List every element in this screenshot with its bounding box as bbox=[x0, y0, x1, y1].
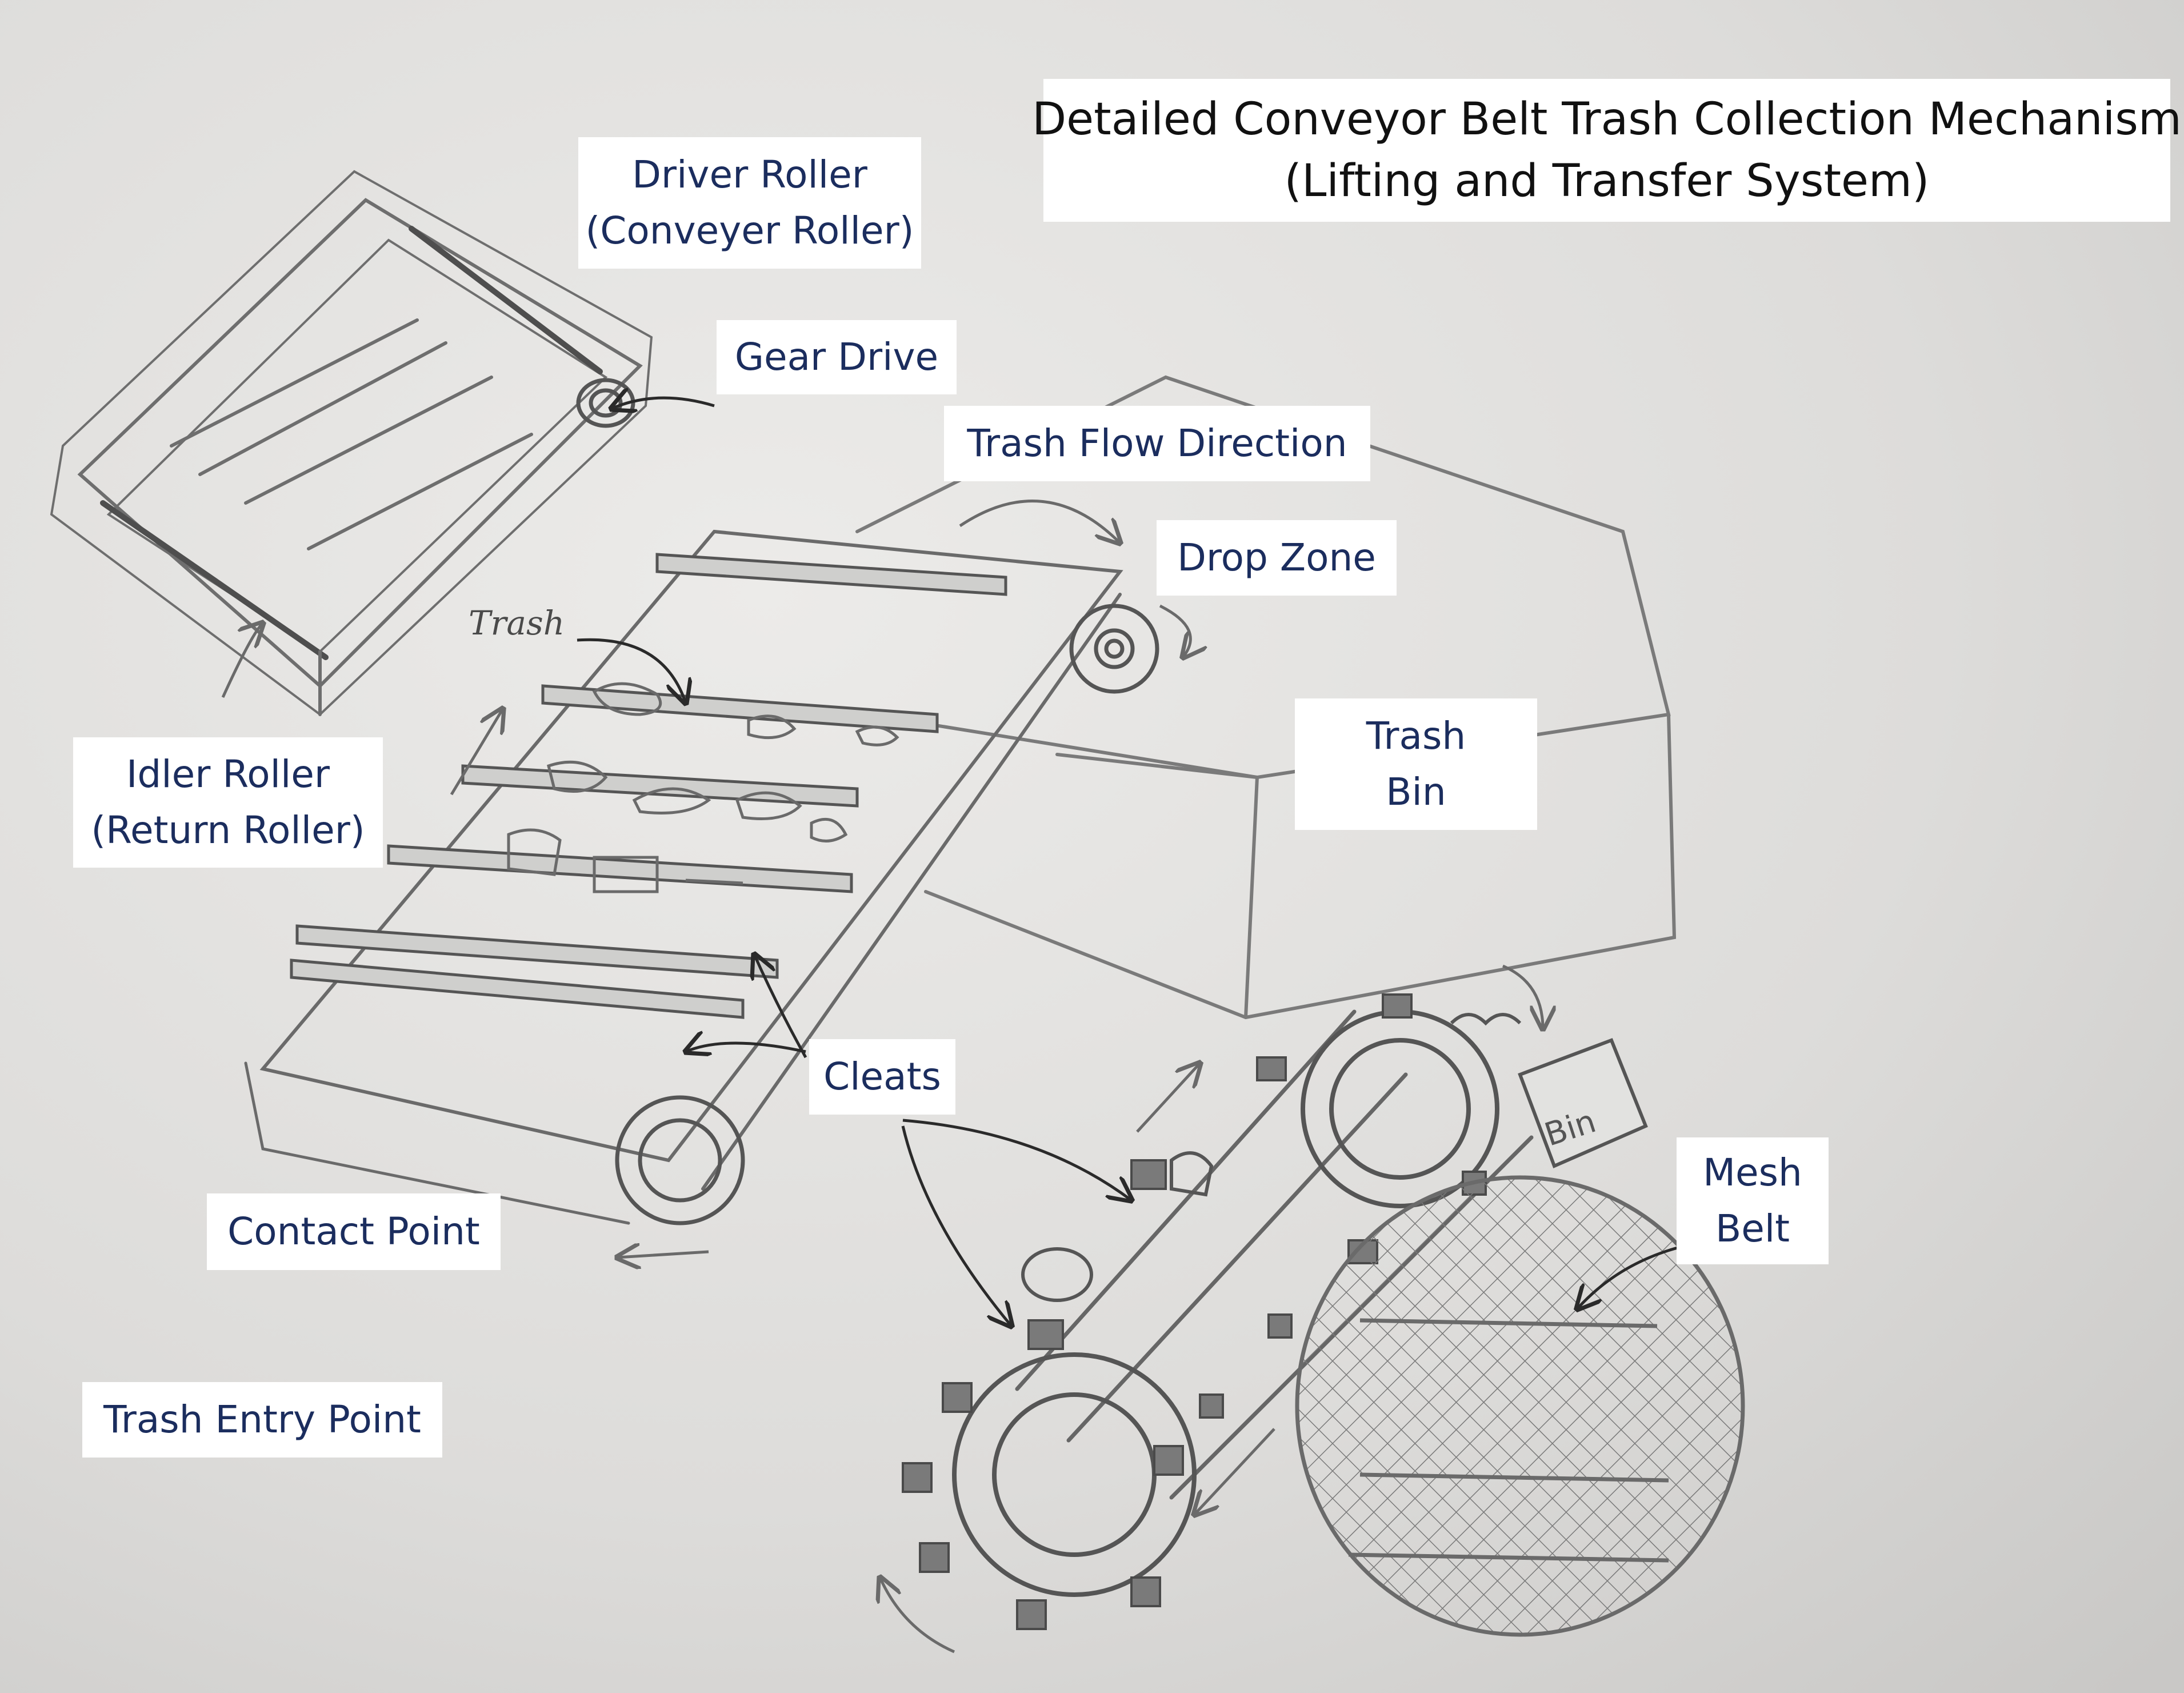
motion-arrows bbox=[221, 500, 1543, 1654]
bottom-sprocket-left bbox=[615, 1095, 745, 1225]
lower-trash-pieces bbox=[1021, 1013, 1522, 1302]
label-contact-point: Contact Point bbox=[207, 1193, 501, 1270]
diagram-title: Detailed Conveyor Belt Trash Collection … bbox=[1032, 79, 2182, 222]
middle-conveyor-cleats bbox=[290, 553, 1007, 1019]
mesh-belt-sketch bbox=[1295, 1175, 1745, 1637]
trash-bin-sketch bbox=[855, 375, 1677, 1020]
label-cleats: Cleats bbox=[809, 1039, 955, 1115]
mesh-belt-line-1: Mesh bbox=[1703, 1151, 1802, 1195]
gear-drive-text: Gear Drive bbox=[734, 335, 939, 379]
label-trash-entry-point: Trash Entry Point bbox=[82, 1382, 442, 1458]
middle-conveyor-belt bbox=[244, 529, 1123, 1225]
drop-zone-roller bbox=[1069, 604, 1159, 694]
label-mesh-belt: Mesh Belt bbox=[1677, 1137, 1829, 1264]
trash-bin-line-2: Bin bbox=[1386, 770, 1446, 814]
label-gear-drive: Gear Drive bbox=[717, 320, 957, 394]
contact-point-text: Contact Point bbox=[227, 1209, 480, 1253]
label-idler-roller: Idler Roller (Return Roller) bbox=[73, 737, 383, 868]
small-bin-sketch: Bin bbox=[1518, 1038, 1648, 1169]
label-trash-flow-direction: Trash Flow Direction bbox=[944, 406, 1370, 481]
label-trash-bin: Trash Bin bbox=[1295, 698, 1537, 830]
trash-bin-line-1: Trash bbox=[1366, 714, 1466, 758]
title-line-1: Detailed Conveyor Belt Trash Collection … bbox=[1032, 94, 2182, 145]
drop-zone-text: Drop Zone bbox=[1177, 536, 1376, 580]
idler-roller-line-2: (Return Roller) bbox=[91, 808, 365, 852]
title-line-2: (Lifting and Transfer System) bbox=[1284, 155, 1930, 207]
idler-roller-line-1: Idler Roller bbox=[126, 752, 330, 796]
driver-roller-line-1: Driver Roller bbox=[632, 153, 867, 197]
label-driver-roller: Driver Roller (Conveyer Roller) bbox=[578, 137, 921, 269]
trash-handwritten-label: Trash bbox=[469, 604, 565, 642]
trash-flow-direction-text: Trash Flow Direction bbox=[967, 421, 1347, 465]
trash-pieces-middle bbox=[507, 682, 899, 893]
driver-roller-line-2: (Conveyer Roller) bbox=[585, 209, 914, 253]
cleats-text: Cleats bbox=[823, 1055, 941, 1099]
top-conveyor-frame bbox=[50, 170, 653, 716]
label-drop-zone: Drop Zone bbox=[1157, 520, 1397, 596]
trash-entry-point-text: Trash Entry Point bbox=[103, 1397, 421, 1442]
mesh-belt-line-2: Belt bbox=[1715, 1207, 1790, 1251]
